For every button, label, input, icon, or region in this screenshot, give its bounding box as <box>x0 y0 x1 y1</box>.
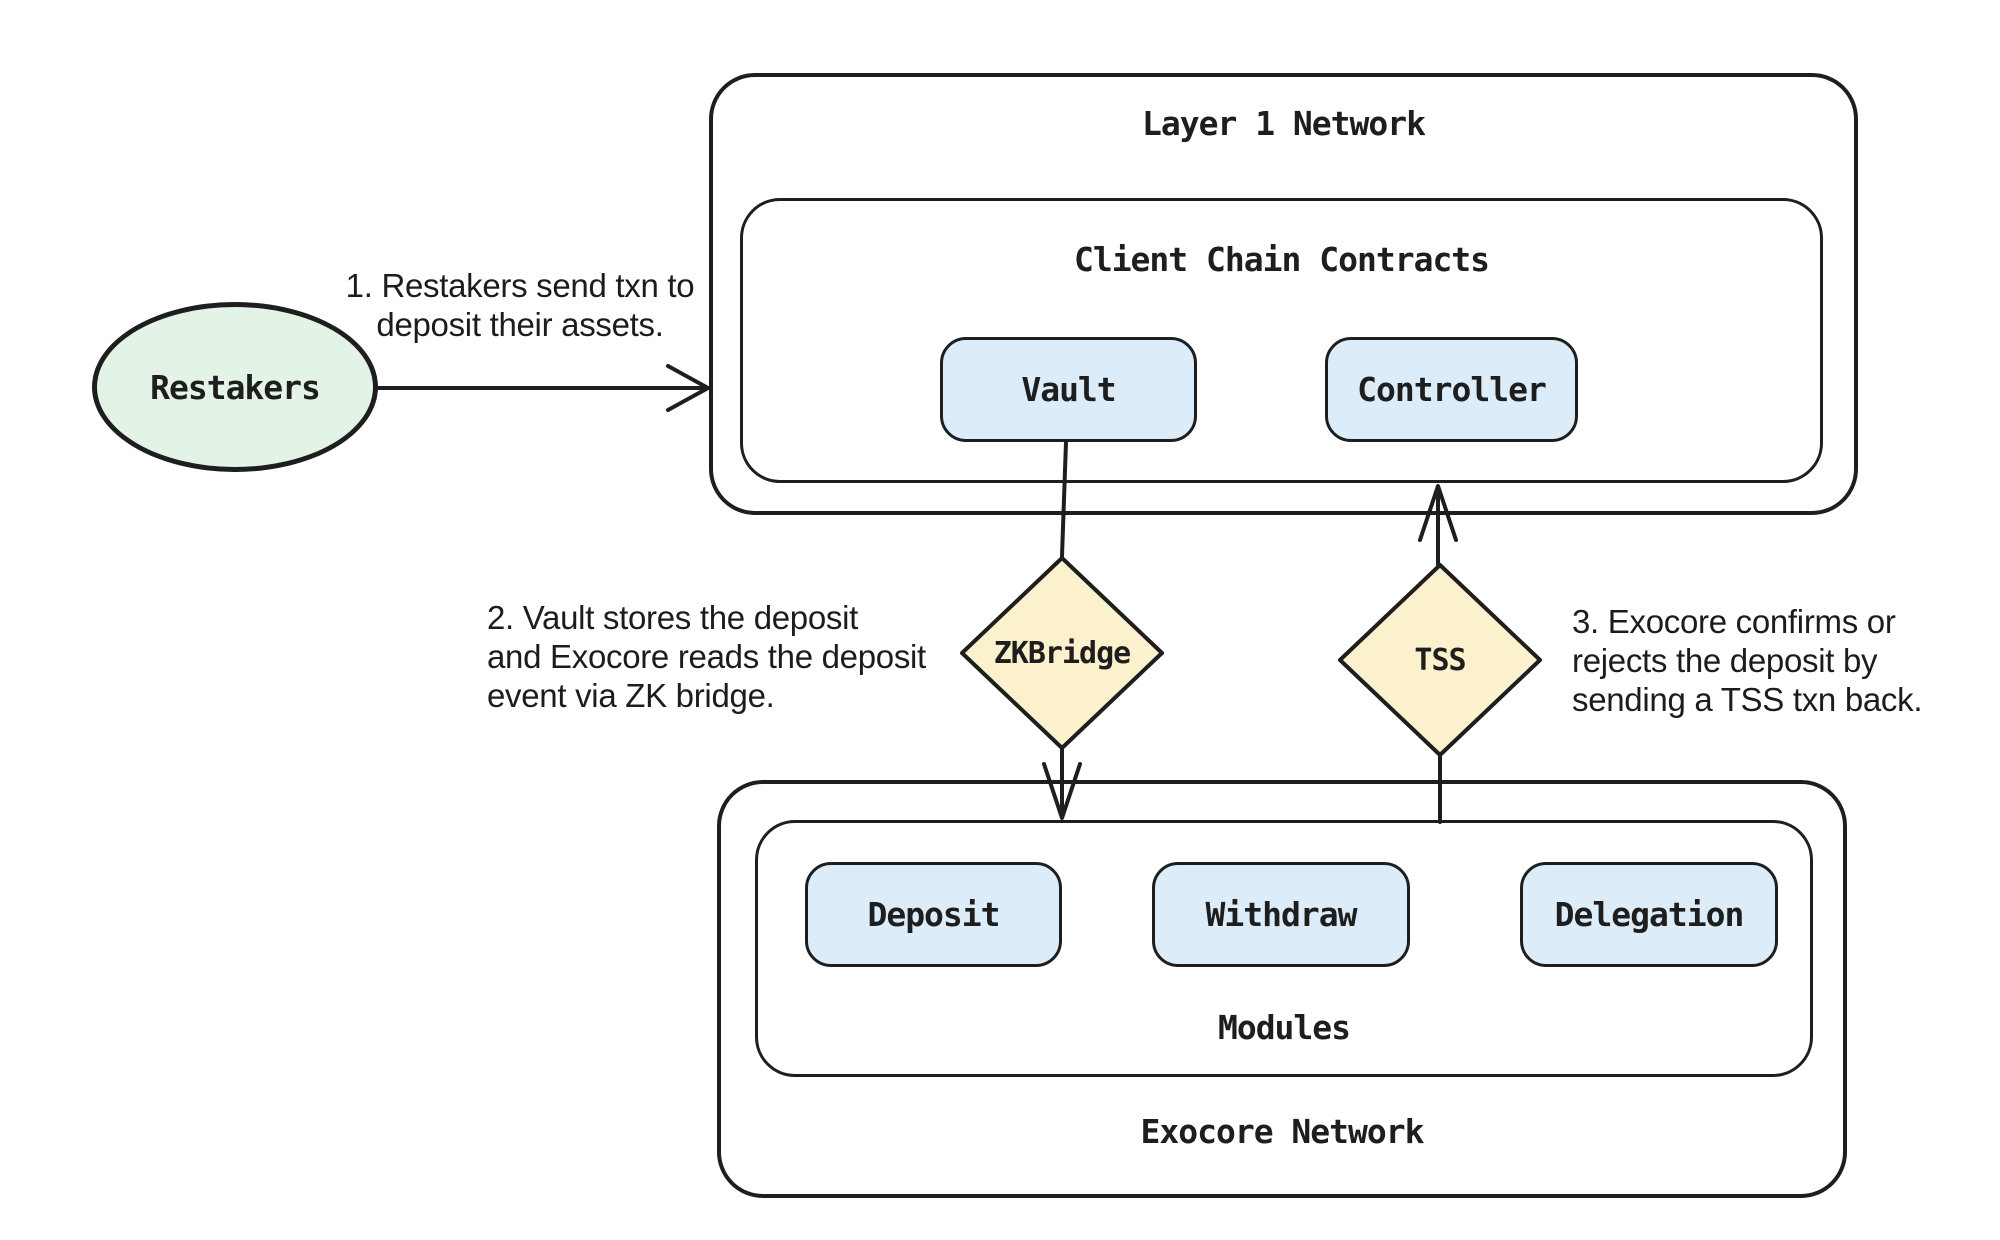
annotation-step3-line2: rejects the deposit by <box>1572 642 1878 679</box>
vault-label: Vault <box>1021 370 1116 409</box>
controller-label: Controller <box>1357 370 1547 409</box>
withdraw-node: Withdraw <box>1152 862 1410 967</box>
zkbridge-label: ZKBridge <box>993 635 1132 671</box>
deposit-node: Deposit <box>805 862 1062 967</box>
restakers-node: Restakers <box>92 302 378 472</box>
modules-container <box>755 820 1813 1077</box>
delegation-label: Delegation <box>1554 895 1745 934</box>
annotation-step1-line1: 1. Restakers send txn to <box>345 267 695 304</box>
arrowhead-restakers-to-layer1 <box>666 364 710 412</box>
layer1-network-container <box>709 73 1858 515</box>
exocore-network-container <box>717 780 1847 1198</box>
annotation-step3-line1: 3. Exocore confirms or <box>1572 603 1896 640</box>
annotation-step1: 1. Restakers send txn to deposit their a… <box>320 266 720 344</box>
exocore-network-title: Exocore Network <box>1140 1112 1424 1151</box>
client-chain-contracts-container <box>740 198 1823 483</box>
annotation-step3: 3. Exocore confirms or rejects the depos… <box>1572 602 1992 719</box>
deposit-label: Deposit <box>867 895 1000 934</box>
annotation-step1-line2: deposit their assets. <box>376 306 664 343</box>
layer1-network-title: Layer 1 Network <box>1141 104 1426 143</box>
annotation-step2-line2: and Exocore reads the deposit <box>487 638 926 675</box>
client-chain-contracts-title: Client Chain Contracts <box>1073 240 1490 279</box>
modules-title: Modules <box>1217 1008 1351 1047</box>
restakers-label: Restakers <box>150 367 321 407</box>
annotation-step3-line3: sending a TSS txn back. <box>1572 681 1923 718</box>
controller-node: Controller <box>1325 337 1578 442</box>
tss-label: TSS <box>1414 642 1466 678</box>
annotation-step2-line3: event via ZK bridge. <box>487 677 775 714</box>
annotation-step2-line1: 2. Vault stores the deposit <box>487 599 859 636</box>
annotation-step2: 2. Vault stores the deposit and Exocore … <box>487 598 987 715</box>
vault-node: Vault <box>940 337 1197 442</box>
withdraw-label: Withdraw <box>1205 895 1358 934</box>
delegation-node: Delegation <box>1520 862 1778 967</box>
